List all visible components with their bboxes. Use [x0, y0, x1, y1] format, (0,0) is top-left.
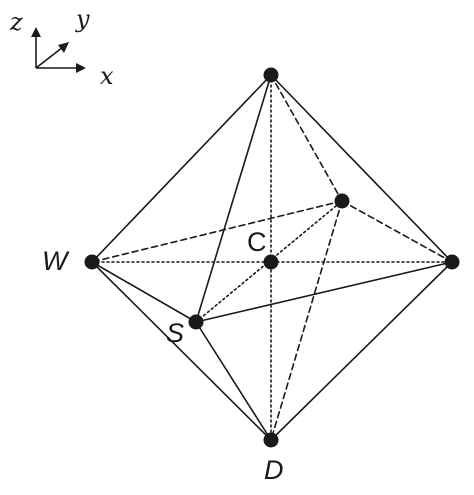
label-west: W	[42, 246, 70, 276]
label-down: D	[264, 455, 284, 485]
edge-south-east	[195, 261, 453, 323]
y-axis-label: y	[75, 5, 90, 33]
x-axis-arrowhead	[76, 63, 86, 73]
edge-south-down	[195, 321, 272, 441]
edge-back-west	[91, 200, 343, 263]
solid-edges	[91, 74, 453, 441]
y-axis-line	[35, 46, 64, 69]
edge-east-down	[270, 261, 453, 441]
edge-west-down	[91, 261, 272, 441]
vertex-labels: W C S D	[42, 227, 284, 485]
edge-west-south	[91, 261, 197, 323]
vertex-west	[84, 254, 100, 270]
dashed-edges	[91, 74, 453, 441]
label-center: C	[247, 227, 267, 257]
vertex-east	[444, 254, 460, 270]
z-axis-arrowhead	[31, 27, 41, 37]
vertex-top	[263, 67, 279, 83]
vertices	[84, 67, 460, 448]
edge-top-back	[270, 74, 343, 202]
vertex-south	[188, 314, 204, 330]
edge-back-down	[270, 200, 343, 441]
z-axis-label: z	[9, 8, 23, 36]
edge-top-south	[195, 74, 272, 323]
vertex-down	[263, 432, 279, 448]
x-axis-label: x	[100, 62, 114, 90]
axes-indicator: z y x	[9, 5, 114, 90]
edge-top-west	[91, 74, 272, 263]
vertex-back	[334, 193, 350, 209]
y-axis-arrowhead	[58, 42, 69, 53]
edge-top-east	[270, 74, 453, 263]
label-south: S	[166, 318, 184, 348]
vertex-center	[263, 254, 279, 270]
edge-back-east	[341, 200, 453, 263]
